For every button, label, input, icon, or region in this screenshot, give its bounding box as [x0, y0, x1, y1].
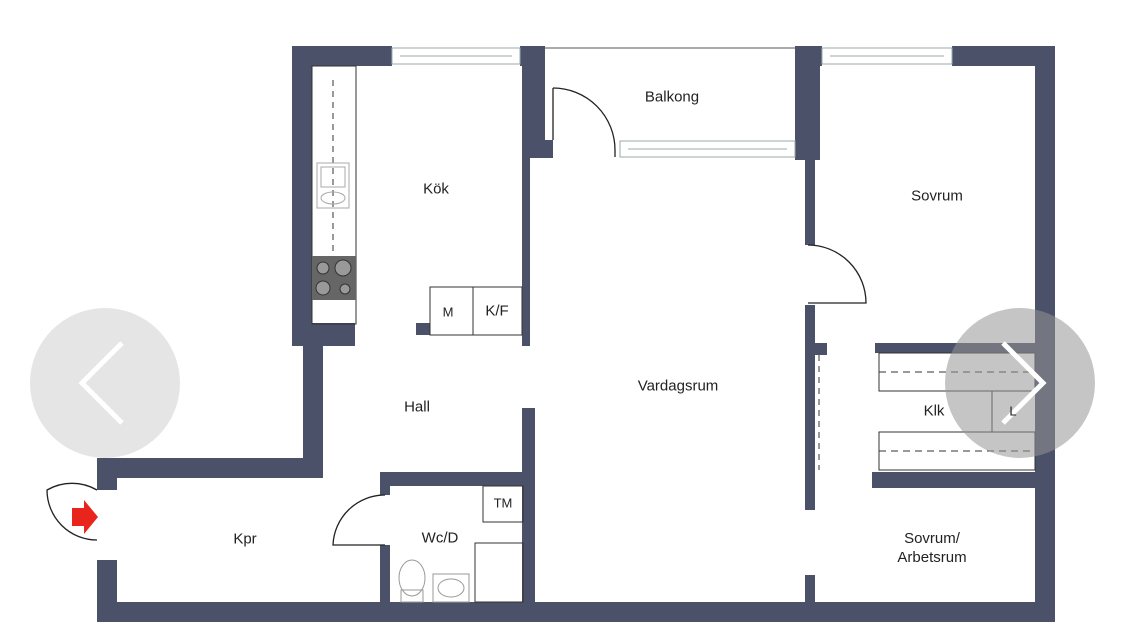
doors	[46, 87, 867, 546]
room-label-line-1: Sovrum/	[904, 530, 960, 547]
room-label-klk: Klk	[923, 402, 945, 420]
bathroom-fixtures	[398, 485, 524, 603]
room-label-kok: Kök	[423, 180, 449, 198]
fixture-label-microwave: M	[442, 304, 454, 320]
room-label-wcd: Wc/D	[421, 529, 459, 547]
chevron-left-icon	[78, 341, 124, 425]
entry-arrow-icon	[72, 500, 98, 534]
windows	[391, 47, 953, 158]
room-label-hall: Hall	[404, 398, 430, 416]
chevron-right-icon	[1001, 341, 1047, 425]
room-label-sovrum: Sovrum	[911, 187, 963, 205]
previous-image-button[interactable]	[30, 308, 180, 458]
walls	[97, 46, 1055, 622]
room-label-line-2: Arbetsrum	[897, 549, 967, 566]
room-label-balkong: Balkong	[644, 88, 700, 106]
room-label-sovrum-arbetsrum: Sovrum/ Arbetsrum	[897, 529, 966, 567]
kitchen-fixtures	[311, 65, 523, 336]
fixture-label-washer: TM	[493, 495, 513, 511]
fixture-label-closet: L	[1009, 403, 1017, 419]
next-image-button[interactable]	[945, 308, 1095, 458]
fixture-label-fridge-freezer: K/F	[485, 302, 509, 320]
room-label-kpr: Kpr	[233, 530, 257, 548]
room-label-vardagsrum: Vardagsrum	[637, 377, 719, 395]
